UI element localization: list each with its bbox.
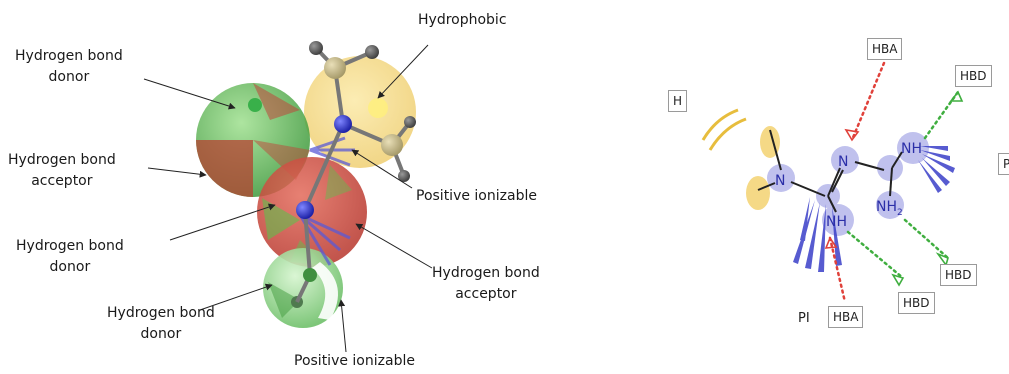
label-hbd-bottom-line2: donor — [140, 326, 182, 342]
svg-text:NH: NH — [826, 214, 847, 230]
label-hba-right-line1: Hydrogen bond — [432, 265, 540, 281]
molecule-highlight — [767, 132, 929, 236]
feature-box-h: H — [668, 90, 688, 112]
label-positive-ionizable-right: Positive ionizable — [416, 188, 537, 204]
feature-box-hbd-bottom: HBD — [898, 292, 935, 314]
ball-and-stick-molecule — [295, 41, 416, 303]
label-hydrophobic: Hydrophobic — [418, 12, 507, 28]
svg-text:NH2: NH2 — [876, 199, 903, 218]
hydrophobic-arcs — [701, 108, 747, 151]
svg-text:N: N — [775, 173, 785, 189]
feature-box-hbd-right: HBD — [940, 264, 977, 286]
feature-box-hba-bottom: HBA — [828, 306, 864, 328]
feature-label-pi: PI — [798, 311, 810, 326]
label-hba-left-line1: Hydrogen bond — [8, 152, 116, 168]
label-hbd-mid-line2: donor — [49, 259, 91, 275]
label-hbd-top: Hydrogen bond donor — [15, 46, 123, 88]
interaction-lines — [828, 61, 960, 304]
svg-text:NH: NH — [901, 141, 922, 157]
label-hba-left: Hydrogen bond acceptor — [8, 150, 116, 192]
feature-box-p-cut: P — [998, 153, 1009, 175]
interaction-arrowheads — [824, 90, 964, 287]
annotation-arrows — [143, 44, 433, 353]
label-hbd-bottom-line1: Hydrogen bond — [107, 305, 215, 321]
svg-text:N: N — [838, 154, 848, 170]
label-hba-left-line2: acceptor — [31, 173, 93, 189]
label-hba-right: Hydrogen bond acceptor — [432, 263, 540, 305]
label-hbd-top-line2: donor — [48, 69, 90, 85]
feature-box-hba-top: HBA — [867, 38, 903, 60]
feature-box-hbd-top: HBD — [955, 65, 992, 87]
molecule-atoms: N N NH NH NH2 — [775, 141, 922, 230]
label-hbd-top-line1: Hydrogen bond — [15, 48, 123, 64]
molecule-bonds — [757, 129, 903, 213]
label-hbd-bottom: Hydrogen bond donor — [107, 303, 215, 345]
label-positive-ionizable-bottom: Positive ionizable — [294, 353, 415, 369]
label-hba-right-line2: acceptor — [455, 286, 517, 302]
ionizable-wedges — [793, 146, 955, 272]
label-hbd-mid: Hydrogen bond donor — [16, 236, 124, 278]
label-hbd-mid-line1: Hydrogen bond — [16, 238, 124, 254]
